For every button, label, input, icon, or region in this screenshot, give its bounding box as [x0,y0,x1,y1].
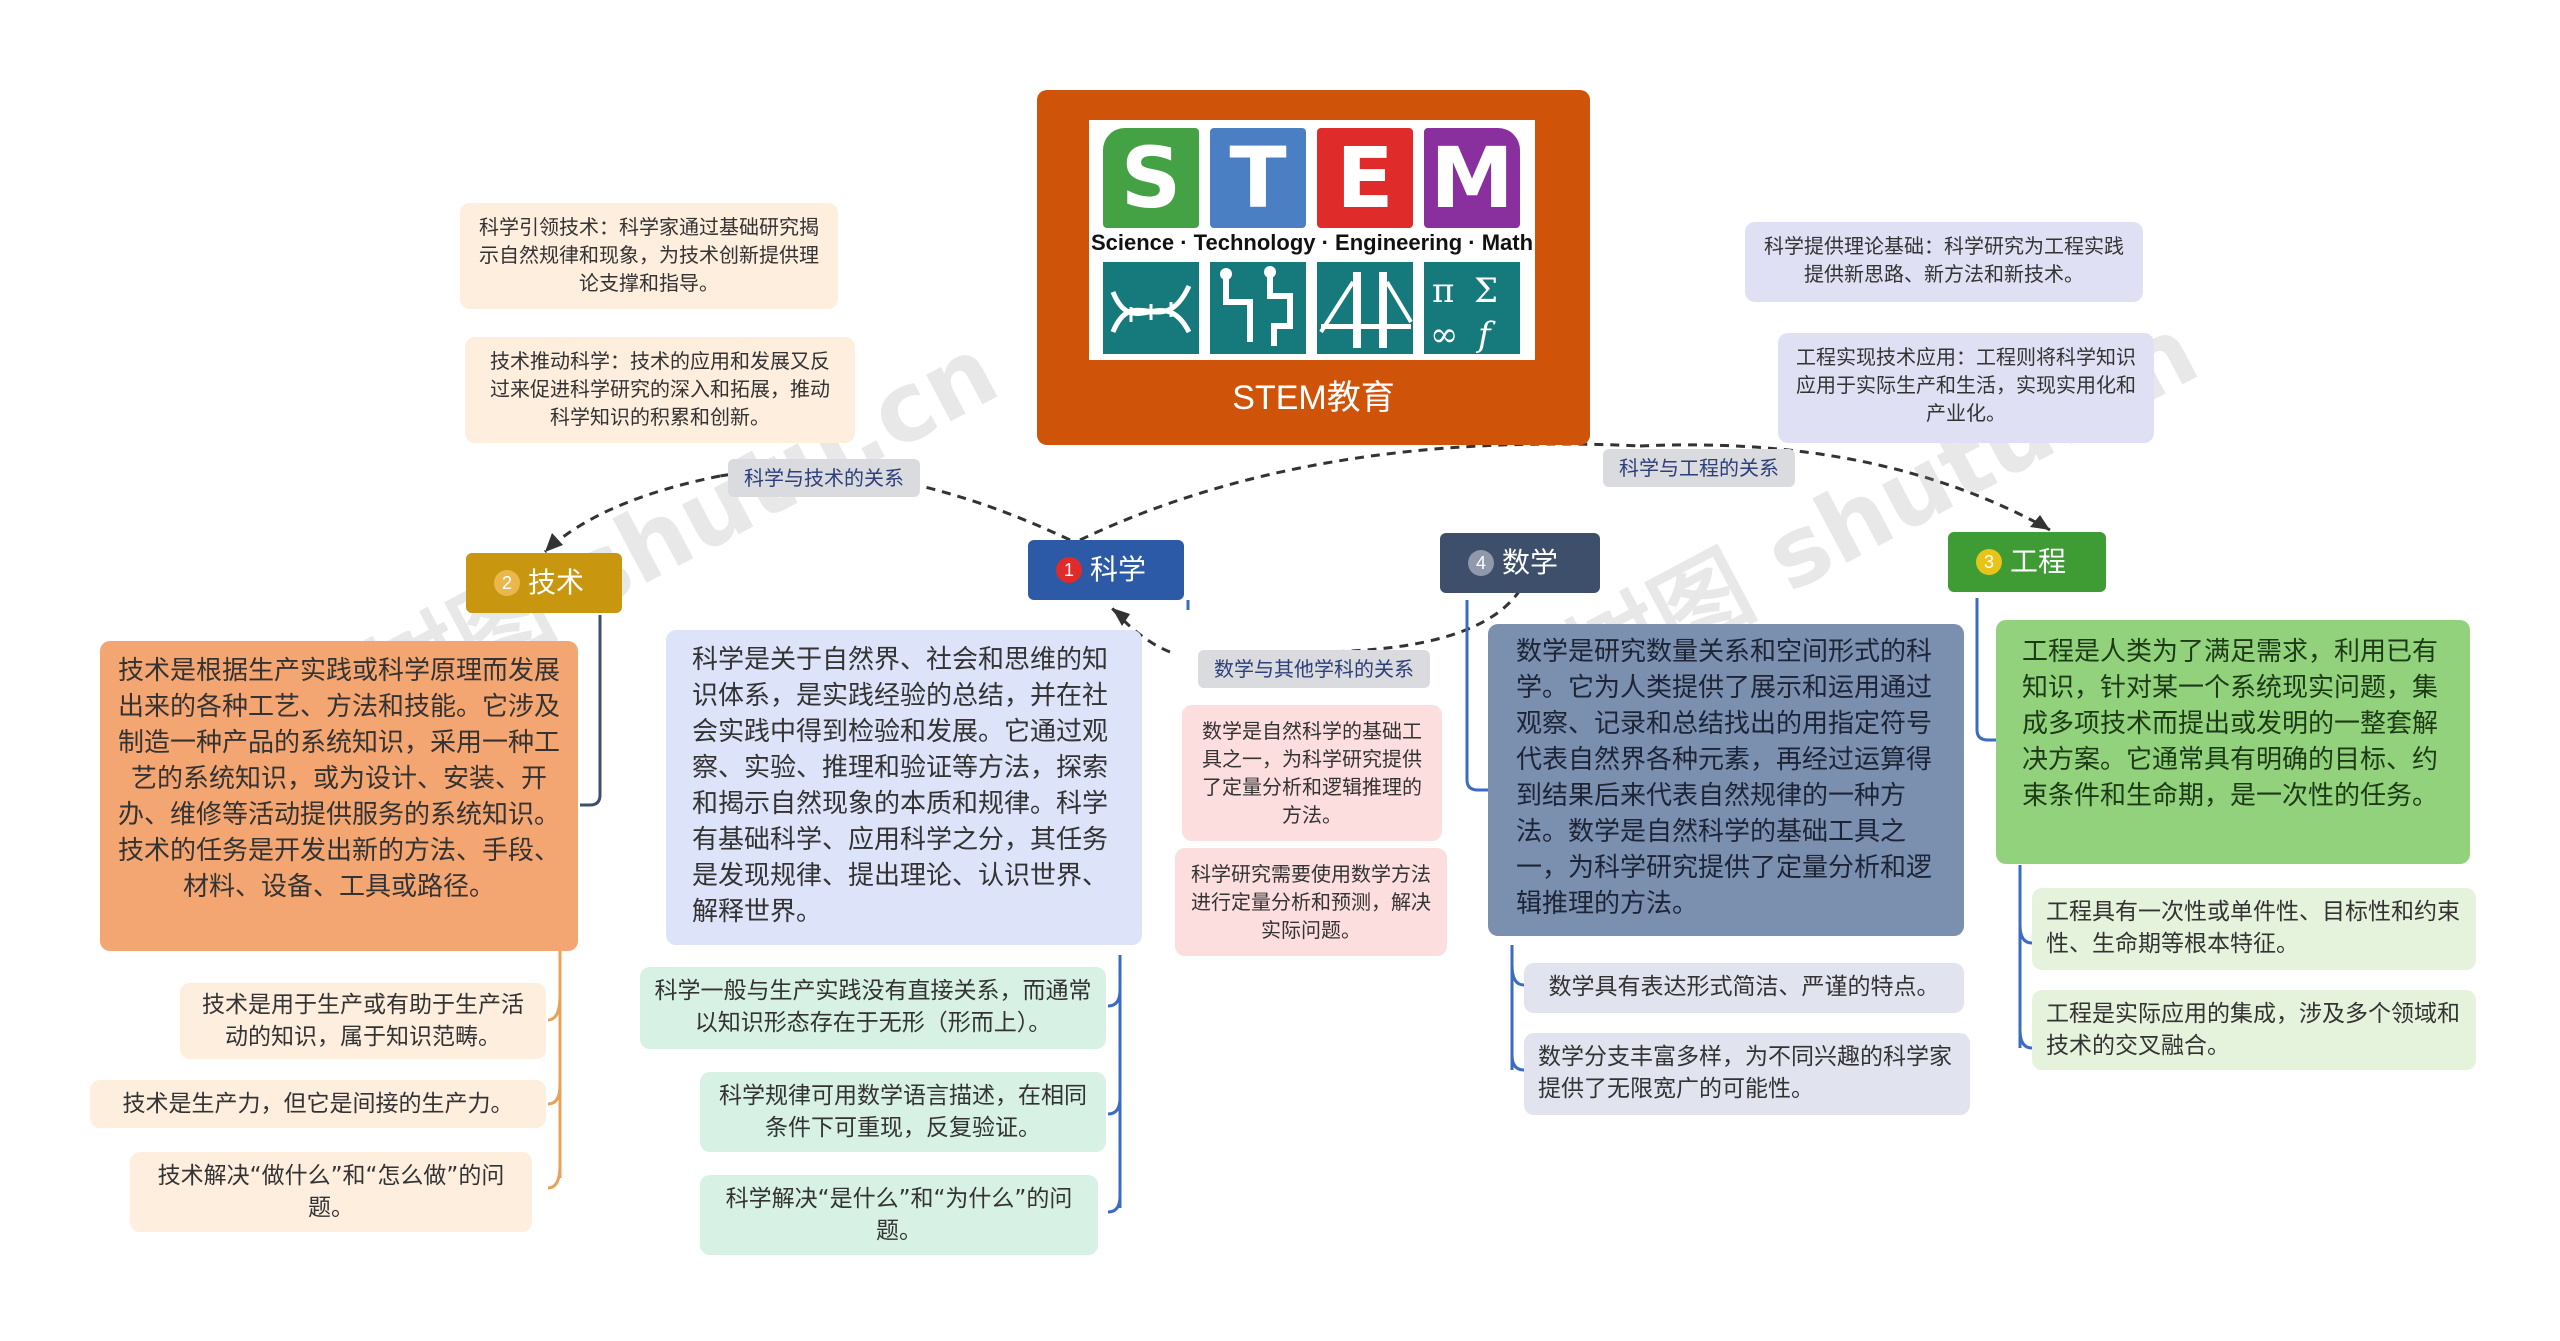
list-item: 工程是实际应用的集成，涉及多个领域和技术的交叉融合。 [2032,990,2476,1070]
math-symbols-icon: π Σ ∞ f [1424,262,1520,355]
relation-note: 数学是自然科学的基础工具之一，为科学研究提供了定量分析和逻辑推理的方法。 [1182,705,1442,841]
branch-technology[interactable]: 2 技术 [466,553,622,613]
branch-science[interactable]: 1 科学 [1028,540,1184,600]
list-item: 技术解决“做什么”和“怎么做”的问题。 [130,1152,532,1232]
science-main-text: 科学是关于自然界、社会和思维的知识体系，是实践经验的总结，并在社会实践中得到检验… [666,630,1142,945]
branch-label: 技术 [528,567,585,598]
branch-label: 科学 [1090,554,1147,585]
technology-main-text: 技术是根据生产实践或科学原理而发展出来的各种工艺、方法和技能。它涉及制造一种产品… [100,641,578,951]
number-badge: 1 [1056,556,1082,583]
svg-text:π: π [1432,271,1454,311]
branch-math[interactable]: 4 数学 [1440,533,1600,593]
relation-note: 科学研究需要使用数学方法进行定量分析和预测，解决实际问题。 [1175,848,1447,956]
number-badge: 2 [494,569,520,596]
dna-icon [1103,262,1199,354]
relation-label-sci-tech[interactable]: 科学与技术的关系 [728,459,920,497]
relation-label-math-other[interactable]: 数学与其他学科的关系 [1198,650,1430,688]
circuit-icon [1210,262,1306,354]
logo-letter-s: S [1103,128,1199,228]
list-item: 科学解决“是什么”和“为什么”的问题。 [700,1175,1098,1255]
branch-label: 工程 [2010,546,2067,577]
logo-subtitle: Science · Technology · Engineering · Mat… [1090,230,1534,255]
list-item: 科学一般与生产实践没有直接关系，而通常以知识形态存在于无形（形而上）。 [640,967,1106,1049]
logo-letter-t: T [1210,128,1306,228]
relation-note: 科学提供理论基础：科学研究为工程实践提供新思路、新方法和新技术。 [1745,222,2143,302]
root-node[interactable]: S T E M Science · Technology · Engineeri… [1037,90,1590,445]
relation-note: 科学引领技术：科学家通过基础研究揭示自然规律和现象，为技术创新提供理论支撑和指导… [460,203,838,309]
relation-note: 技术推动科学：技术的应用和发展又反过来促进科学研究的深入和拓展，推动科学知识的积… [465,337,855,443]
list-item: 工程具有一次性或单件性、目标性和约束性、生命期等根本特征。 [2032,888,2476,970]
logo-letter-m: M [1424,128,1520,228]
bridge-icon [1317,262,1413,354]
branch-engineering[interactable]: 3 工程 [1948,532,2106,592]
list-item: 科学规律可用数学语言描述，在相同条件下可重现，反复验证。 [700,1072,1106,1152]
logo-letter-e: E [1317,128,1413,228]
engineering-main-text: 工程是人类为了满足需求，利用已有知识，针对某一个系统现实问题，集成多项技术而提出… [1996,620,2470,864]
root-title: STEM教育 [1232,379,1395,417]
number-badge: 4 [1468,549,1494,576]
list-item: 技术是用于生产或有助于生产活动的知识，属于知识范畴。 [180,983,546,1059]
relation-note: 工程实现技术应用：工程则将科学知识应用于实际生产和生活，实现实用化和产业化。 [1778,333,2154,443]
svg-text:f: f [1475,315,1496,354]
number-badge: 3 [1976,548,2002,575]
list-item: 数学分支丰富多样，为不同兴趣的科学家提供了无限宽广的可能性。 [1524,1033,1970,1115]
relation-label-sci-eng[interactable]: 科学与工程的关系 [1603,449,1795,487]
stem-logo: S T E M Science · Technology · Engineeri… [1089,120,1535,360]
svg-text:Σ: Σ [1474,271,1498,311]
list-item: 技术是生产力，但它是间接的生产力。 [90,1080,546,1128]
list-item: 数学具有表达形式简洁、严谨的特点。 [1524,963,1964,1013]
branch-label: 数学 [1502,547,1559,578]
math-main-text: 数学是研究数量关系和空间形式的科学。它为人类提供了展示和运用通过观察、记录和总结… [1488,624,1964,936]
svg-text:∞: ∞ [1430,315,1458,354]
